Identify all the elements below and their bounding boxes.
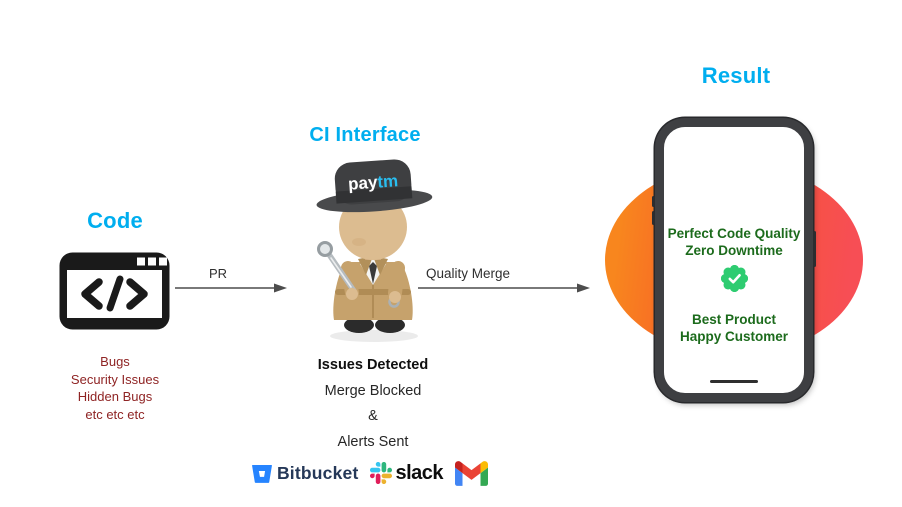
issue-item: Hidden Bugs bbox=[77, 389, 153, 404]
magnifier-glass-icon bbox=[317, 241, 333, 257]
result-line: Happy Customer bbox=[679, 329, 789, 344]
paytm-logo: paytm bbox=[347, 171, 398, 193]
phone-home-indicator bbox=[710, 379, 758, 383]
status-line: Alerts Sent bbox=[337, 433, 409, 450]
issue-item: etc etc etc bbox=[85, 406, 145, 422]
result-section-title: Result bbox=[701, 63, 771, 88]
gmail-icon bbox=[455, 460, 489, 486]
verified-check-icon bbox=[720, 265, 748, 292]
code-issue-list: Bugs Security Issues Hidden Bugs etc etc… bbox=[25, 353, 205, 423]
result-line: Zero Downtime bbox=[685, 243, 783, 258]
bitbucket-icon bbox=[252, 464, 272, 483]
integration-logos: Bitbucket slack bbox=[245, 453, 495, 493]
code-section-title: Code bbox=[87, 208, 143, 233]
quality-merge-arrow bbox=[418, 283, 590, 293]
phone-volume-button bbox=[652, 211, 655, 225]
pr-arrow-label: PR bbox=[208, 266, 228, 281]
ci-status-list: Issues Detected Merge Blocked & Alerts S… bbox=[263, 353, 483, 455]
result-message-top: Perfect Code Quality Zero Downtime bbox=[664, 225, 804, 259]
slack-wordmark: slack bbox=[395, 461, 444, 484]
status-line: Merge Blocked bbox=[324, 382, 422, 399]
pr-arrow bbox=[175, 283, 287, 293]
status-line: Issues Detected bbox=[317, 357, 429, 373]
bitbucket-logo: Bitbucket bbox=[252, 463, 359, 484]
phone-mockup: Perfect Code Quality Zero Downtime Best … bbox=[652, 118, 816, 402]
slack-icon bbox=[370, 462, 393, 484]
paytm-detective-mascot: paytm bbox=[316, 159, 433, 342]
issue-item: Security Issues bbox=[70, 371, 160, 387]
result-message-bottom: Best Product Happy Customer bbox=[664, 311, 804, 345]
issue-item: Bugs bbox=[100, 354, 130, 369]
detective-hat-icon: paytm bbox=[316, 159, 433, 213]
result-line: Best Product bbox=[691, 312, 776, 327]
result-line: Perfect Code Quality bbox=[667, 226, 801, 241]
ci-section-title: CI Interface bbox=[309, 124, 421, 146]
status-line: & bbox=[368, 408, 378, 424]
bitbucket-wordmark: Bitbucket bbox=[276, 462, 359, 483]
code-window-icon bbox=[59, 252, 170, 330]
phone-volume-button bbox=[652, 196, 655, 207]
phone-power-button bbox=[813, 231, 816, 267]
quality-merge-arrow-label: Quality Merge bbox=[425, 266, 511, 281]
slack-logo: slack bbox=[370, 461, 444, 485]
